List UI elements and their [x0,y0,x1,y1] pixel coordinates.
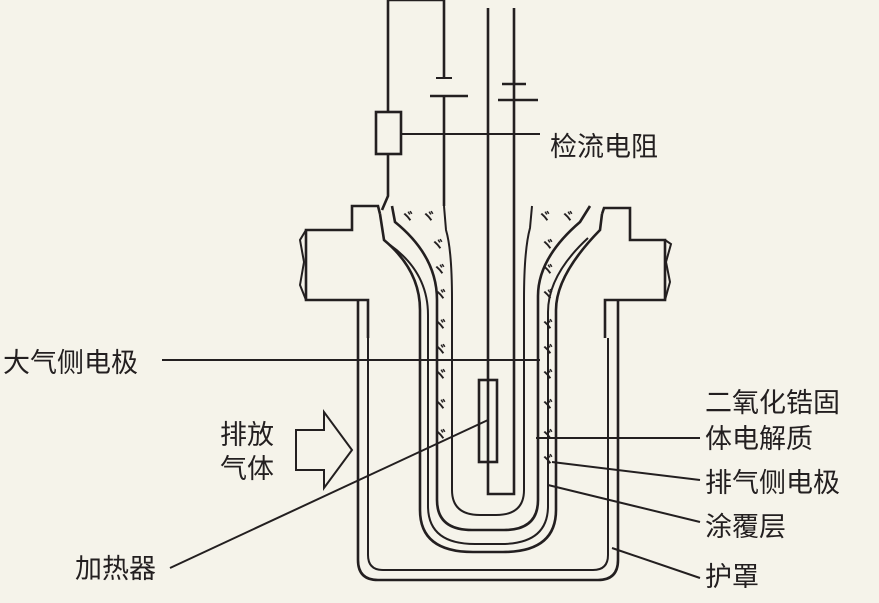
svg-text:ヾ: ヾ [432,261,447,279]
leader-shield [611,547,701,579]
label-zirconia-line1: 二氧化锆固 [705,388,840,419]
leader-coating [547,484,701,523]
label-exhaust-gas-line2: 气体 [220,454,274,485]
svg-text:ヾ: ヾ [433,316,448,334]
svg-text:ヾ: ヾ [540,286,555,304]
svg-text:ヾ: ヾ [421,208,436,226]
label-resistor: 检流电阻 [550,132,658,163]
svg-text:ヾ: ヾ [433,396,448,414]
label-exhaust-electrode: 排气侧电极 [705,468,840,499]
label-shield: 护罩 [705,562,759,593]
heater-element [477,378,499,464]
electrolyte-outer [378,205,604,554]
svg-text:ヾ: ヾ [400,208,415,226]
leader-lines [162,133,701,579]
label-atmosphere-electrode: 大气侧电极 [3,348,138,379]
electrolyte-hatching: ヾ ヾ ヾ ヾ ヾ ヾ ヾ ヾ ヾ ヾ ヾ ヾ ヾ ヾ ヾ ヾ ヾ ヾ ヾ ヾ … [400,208,575,469]
leader-exhaust-electrode [551,461,701,481]
svg-text:ヾ: ヾ [430,236,445,254]
leader-heater [169,419,489,569]
svg-text:ヾ: ヾ [540,426,555,444]
resistor-symbol [374,110,403,156]
svg-text:ヾ: ヾ [540,396,555,414]
svg-text:ヾ: ヾ [540,451,555,469]
svg-text:ヾ: ヾ [433,286,448,304]
label-exhaust-gas-line1: 排放 [220,420,274,451]
svg-text:ヾ: ヾ [540,366,555,384]
svg-text:ヾ: ヾ [433,341,448,359]
svg-text:ヾ: ヾ [540,261,555,279]
shield [356,300,620,582]
label-zirconia-line2: 体电解质 [705,424,813,455]
heater-rod [477,8,516,496]
svg-text:ヾ: ヾ [537,208,552,226]
gas-flow-arrow [295,408,354,492]
housing [298,204,673,338]
svg-text:ヾ: ヾ [540,341,555,359]
svg-text:ヾ: ヾ [540,236,555,254]
svg-text:ヾ: ヾ [560,208,575,226]
label-coating: 涂覆层 [705,512,786,543]
svg-text:ヾ: ヾ [540,316,555,334]
svg-text:ヾ: ヾ [433,366,448,384]
label-heater: 加热器 [75,554,156,585]
lead-wires [374,0,538,211]
